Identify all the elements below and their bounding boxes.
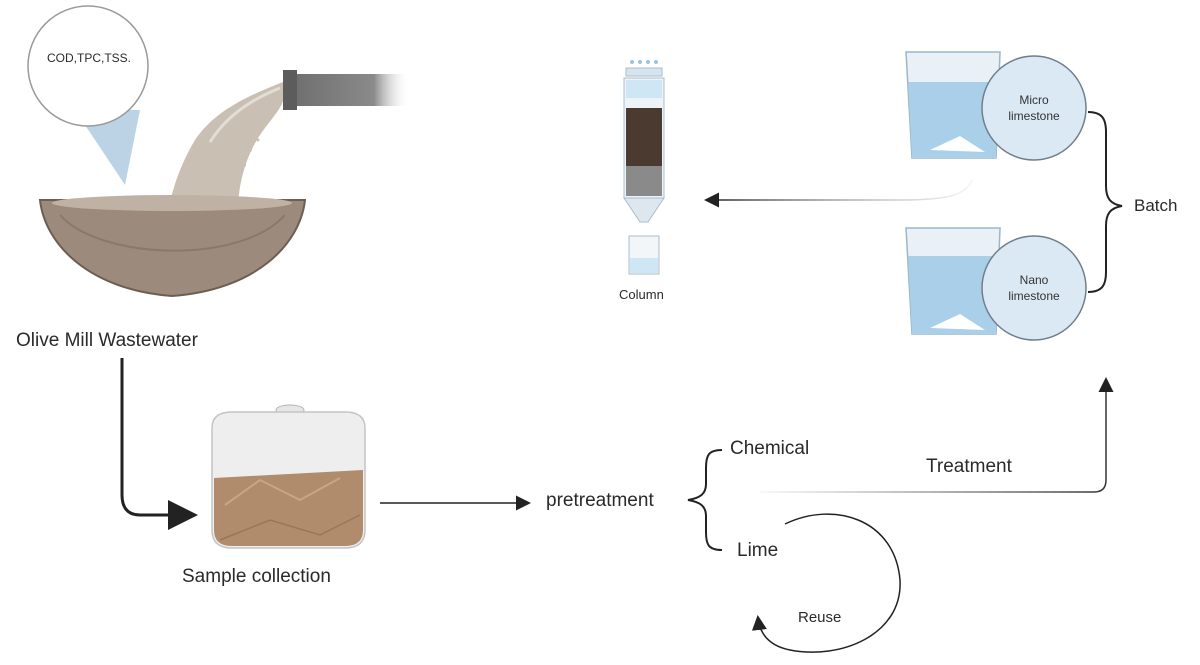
batch-brace: [1087, 111, 1123, 293]
olive-mill-wastewater-label: Olive Mill Wastewater: [16, 330, 198, 351]
nano-limestone-circle: [981, 235, 1087, 341]
treatment-arrow: [760, 377, 1114, 493]
micro-limestone-circle: [981, 55, 1087, 161]
arrow-to-column: [704, 179, 973, 208]
chemical-label: Chemical: [730, 438, 810, 459]
column-label: Column: [619, 287, 664, 302]
reuse-loop-arrow: [751, 513, 901, 653]
parameter-bubble: [27, 5, 149, 185]
batch-label: Batch: [1134, 196, 1178, 215]
micro-label-line1: Micro: [1019, 93, 1049, 107]
sample-bag-icon: [211, 404, 366, 549]
micro-limestone-label: Micro limestone: [982, 92, 1086, 124]
discharge-pipe-icon: [283, 70, 410, 110]
nano-limestone-label: Nano limestone: [982, 272, 1086, 304]
reuse-label: Reuse: [798, 609, 842, 626]
micro-label-line2: limestone: [1008, 109, 1060, 123]
treatment-label: Treatment: [926, 456, 1012, 477]
sample-collection-label: Sample collection: [182, 566, 331, 587]
pretreatment-brace: [687, 449, 723, 551]
micro-limestone-beaker-icon: [905, 51, 1001, 159]
nano-label-line2: limestone: [1008, 289, 1060, 303]
wastewater-stream-icon: [168, 82, 283, 212]
arrow-to-sample: [120, 358, 198, 530]
parameter-bubble-label: COD,TPC,TSS.: [46, 51, 131, 65]
nano-limestone-beaker-icon: [905, 227, 1001, 335]
pretreatment-label: pretreatment: [546, 490, 654, 511]
nano-label-line1: Nano: [1019, 273, 1049, 287]
lime-label: Lime: [737, 540, 779, 561]
adsorption-column-icon: [623, 60, 665, 275]
olive-mill-basin-icon: [38, 195, 307, 298]
